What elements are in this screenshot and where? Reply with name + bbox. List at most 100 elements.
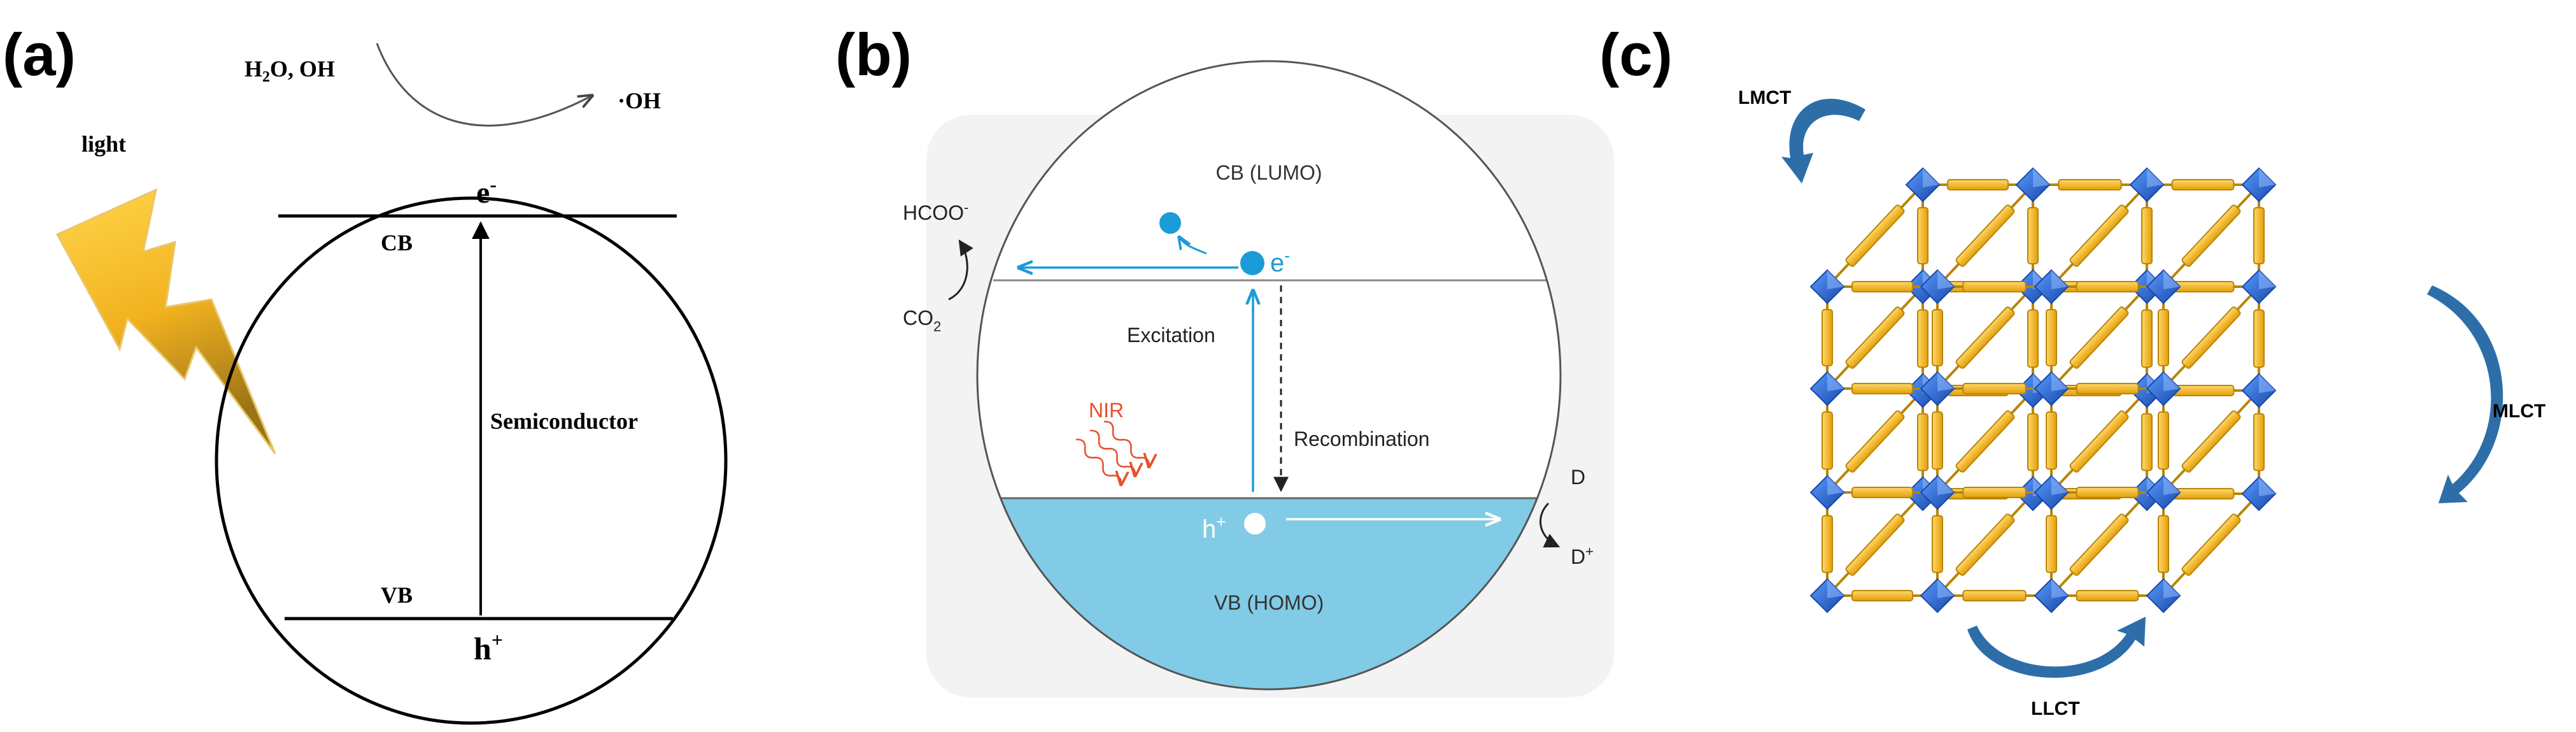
node-highlight [1937, 579, 1954, 598]
donor-label: D [1571, 466, 1585, 489]
vb-label: VB [381, 582, 413, 608]
node-highlight [1827, 372, 1844, 391]
node-highlight [2259, 477, 2275, 496]
organic-linker-icon [2076, 590, 2139, 601]
mof-lattice [1809, 167, 2277, 614]
hcoo-label: HCOO- [903, 199, 968, 224]
panel-a: (a) light H2O, OH ·OH e- CB Semiconducto… [3, 21, 728, 725]
node-highlight [2051, 372, 2068, 391]
node-highlight [2051, 476, 2068, 495]
node-highlight [1827, 579, 1844, 598]
co2-reduction-arrow [948, 239, 973, 301]
organic-linker-icon [2171, 179, 2235, 190]
node-highlight [2051, 270, 2068, 289]
node-highlight [1937, 270, 1954, 289]
electron-label: e- [476, 173, 497, 210]
organic-linker-icon [1822, 411, 1833, 470]
semiconductor-label: Semiconductor [490, 408, 638, 434]
node-highlight [2259, 374, 2275, 393]
lightning-bolt-icon [55, 188, 276, 454]
organic-linker-icon [2181, 410, 2241, 473]
node-highlight [1923, 168, 1939, 187]
llct-label: LLCT [2031, 698, 2080, 719]
organic-linker-icon [1962, 281, 2027, 292]
organic-linker-icon [1822, 515, 1833, 573]
vb-homo-label: VB (HOMO) [1214, 591, 1324, 614]
electron-particle-small [1159, 212, 1181, 234]
organic-linker-icon [2046, 309, 2057, 366]
organic-linker-icon [2141, 207, 2153, 264]
organic-linker-icon [2181, 513, 2241, 576]
organic-linker-icon [1932, 515, 1943, 573]
organic-linker-icon [2253, 413, 2265, 471]
electron-hop-arrow [1179, 237, 1207, 255]
organic-linker-icon [1851, 487, 1914, 498]
lmct-label: LMCT [1738, 87, 1791, 108]
node-highlight [2033, 168, 2049, 187]
node-highlight [2163, 270, 2180, 289]
node-highlight [1937, 372, 1954, 391]
organic-linker-icon [1962, 487, 2027, 498]
organic-linker-icon [2058, 179, 2122, 190]
hole-label: h+ [474, 628, 503, 666]
organic-linker-icon [2253, 309, 2265, 368]
organic-linker-icon [1851, 383, 1914, 394]
organic-linker-icon [2027, 413, 2039, 471]
organic-linker-icon [2158, 309, 2169, 366]
electron-particle [1240, 251, 1264, 275]
organic-linker-icon [2181, 306, 2241, 369]
electron-label-b: e- [1270, 246, 1290, 277]
organic-linker-icon [1845, 513, 1905, 576]
organic-linker-icon [2141, 413, 2153, 471]
panel-a-label: (a) [3, 21, 76, 88]
light-label: light [81, 131, 126, 157]
organic-linker-icon [2253, 207, 2265, 264]
excitation-label: Excitation [1127, 324, 1215, 347]
organic-linker-icon [2171, 488, 2235, 499]
organic-linker-icon [1962, 590, 2027, 601]
organic-linker-icon [2046, 515, 2057, 573]
organic-linker-icon [1955, 513, 2015, 576]
node-highlight [2051, 579, 2068, 598]
particle-outline [976, 60, 1562, 691]
organic-linker-icon [2069, 306, 2129, 369]
organic-linker-icon [1851, 281, 1914, 292]
donor-oxidized-label: D+ [1571, 543, 1594, 568]
organic-linker-icon [1917, 309, 1928, 368]
donor-oxidation-arrow [1539, 502, 1560, 548]
semiconductor-particle [215, 196, 728, 725]
organic-linker-icon [2158, 515, 2169, 573]
oxidation-arrow [376, 43, 592, 127]
organic-linker-icon [2171, 281, 2235, 292]
hole-particle [1244, 513, 1266, 535]
organic-linker-icon [2069, 513, 2129, 576]
organic-linker-icon [1932, 309, 1943, 366]
node-highlight [2163, 476, 2180, 495]
organic-linker-icon [1917, 413, 1928, 471]
panel-b-label: (b) [835, 21, 912, 88]
organic-linker-icon [1946, 179, 2009, 190]
organic-linker-icon [2076, 383, 2139, 394]
mlct-label: MLCT [2493, 401, 2545, 422]
organic-linker-icon [2076, 281, 2139, 292]
organic-linker-icon [1955, 410, 2015, 473]
organic-linker-icon [2046, 411, 2057, 470]
panel-c: (c) LMCT MLCT LLCT [1599, 21, 2545, 719]
organic-linker-icon [1845, 205, 1905, 267]
product-label: ·OH [618, 88, 661, 113]
organic-linker-icon [2158, 411, 2169, 470]
organic-linker-icon [1845, 410, 1905, 473]
lmct-arrow [1781, 99, 1865, 183]
organic-linker-icon [1822, 309, 1833, 366]
nir-label: NIR [1089, 399, 1124, 422]
organic-linker-icon [2171, 385, 2235, 396]
organic-linker-icon [1917, 207, 1928, 264]
mlct-arrow [2427, 285, 2503, 503]
node-highlight [1937, 476, 1954, 495]
organic-linker-icon [1962, 383, 2027, 394]
node-highlight [2259, 270, 2275, 289]
node-highlight [2147, 168, 2163, 187]
organic-linker-icon [1851, 590, 1914, 601]
reactant-label: H2O, OH [244, 56, 335, 85]
